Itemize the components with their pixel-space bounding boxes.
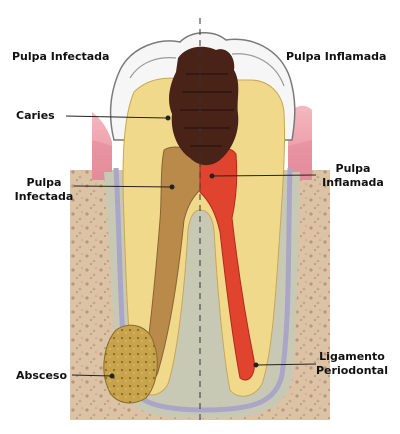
label-pulp-left-line2: Infectada — [14, 190, 74, 203]
inflamed-pulp — [199, 147, 255, 381]
leader-lines — [65, 115, 317, 379]
label-ligament-line1: Ligamento — [319, 350, 385, 363]
label-pulp-right-line2: Inflamada — [322, 176, 384, 189]
periodontal-ligament — [113, 167, 293, 413]
label-pulp-right: Pulpa Inflamada — [318, 162, 388, 190]
label-pulp-left: Pulpa Infectada — [14, 176, 74, 204]
abscess — [103, 324, 158, 404]
label-periodontal-ligament: Ligamento Periodontal — [312, 350, 392, 378]
label-abscess: Absceso — [16, 369, 68, 382]
caries — [169, 46, 239, 166]
label-pulp-left-line1: Pulpa — [26, 176, 62, 189]
label-top-left-infected-pulp: Pulpa Infectada — [12, 50, 110, 63]
label-caries: Caries — [16, 109, 55, 122]
label-top-right-inflamed-pulp: Pulpa Inflamada — [286, 50, 387, 63]
label-pulp-right-line1: Pulpa — [335, 162, 371, 175]
label-ligament-line2: Periodontal — [316, 364, 388, 377]
